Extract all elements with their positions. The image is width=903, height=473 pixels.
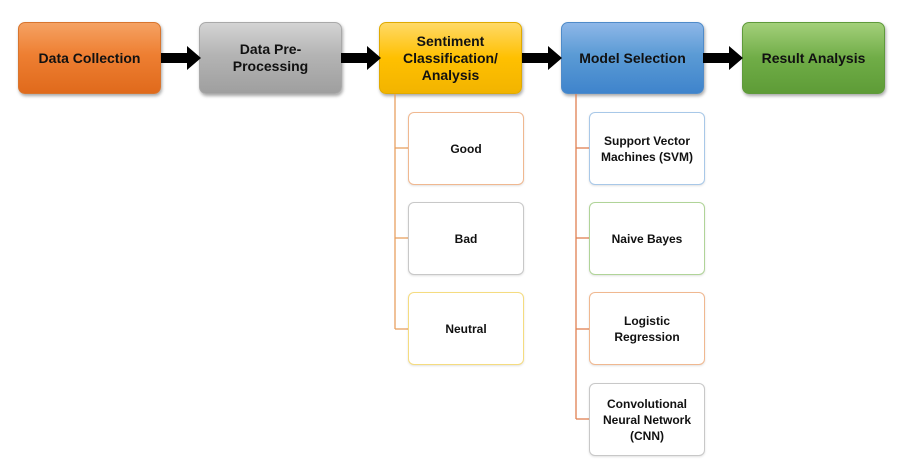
model-box-logistic-regression: Logistic Regression xyxy=(589,292,705,365)
arrow-right-icon xyxy=(522,46,562,70)
sentiment-label: Good xyxy=(450,141,482,156)
model-label: Convolutional Neural Network (CNN) xyxy=(602,396,692,443)
model-label: Support Vector Machines (SVM) xyxy=(600,133,693,164)
arrow-right-icon xyxy=(703,46,743,70)
model-box-naive-bayes: Naive Bayes xyxy=(589,202,705,275)
stage-label: Result Analysis xyxy=(761,49,866,66)
stage-label: Data Collection xyxy=(38,49,141,66)
stage-label: Model Selection xyxy=(579,49,686,66)
stage-result-analysis: Result Analysis xyxy=(742,22,885,94)
arrow-right-icon xyxy=(341,46,381,70)
stage-model-selection: Model Selection xyxy=(561,22,704,94)
sentiment-label: Bad xyxy=(454,231,478,246)
sentiment-label: Neutral xyxy=(445,321,487,336)
model-box-svm: Support Vector Machines (SVM) xyxy=(589,112,705,185)
stage-label: Sentiment Classification/ Analysis xyxy=(403,32,498,83)
model-box-cnn: Convolutional Neural Network (CNN) xyxy=(589,383,705,456)
stage-label: Data Pre-Processing xyxy=(232,41,309,74)
sentiment-box-bad: Bad xyxy=(408,202,524,275)
model-label: Logistic Regression xyxy=(614,313,680,344)
sentiment-box-neutral: Neutral xyxy=(408,292,524,365)
arrow-right-icon xyxy=(161,46,201,70)
stage-sentiment-classification: Sentiment Classification/ Analysis xyxy=(379,22,522,94)
stage-data-collection: Data Collection xyxy=(18,22,161,94)
sentiment-box-good: Good xyxy=(408,112,524,185)
model-label: Naive Bayes xyxy=(611,231,683,246)
